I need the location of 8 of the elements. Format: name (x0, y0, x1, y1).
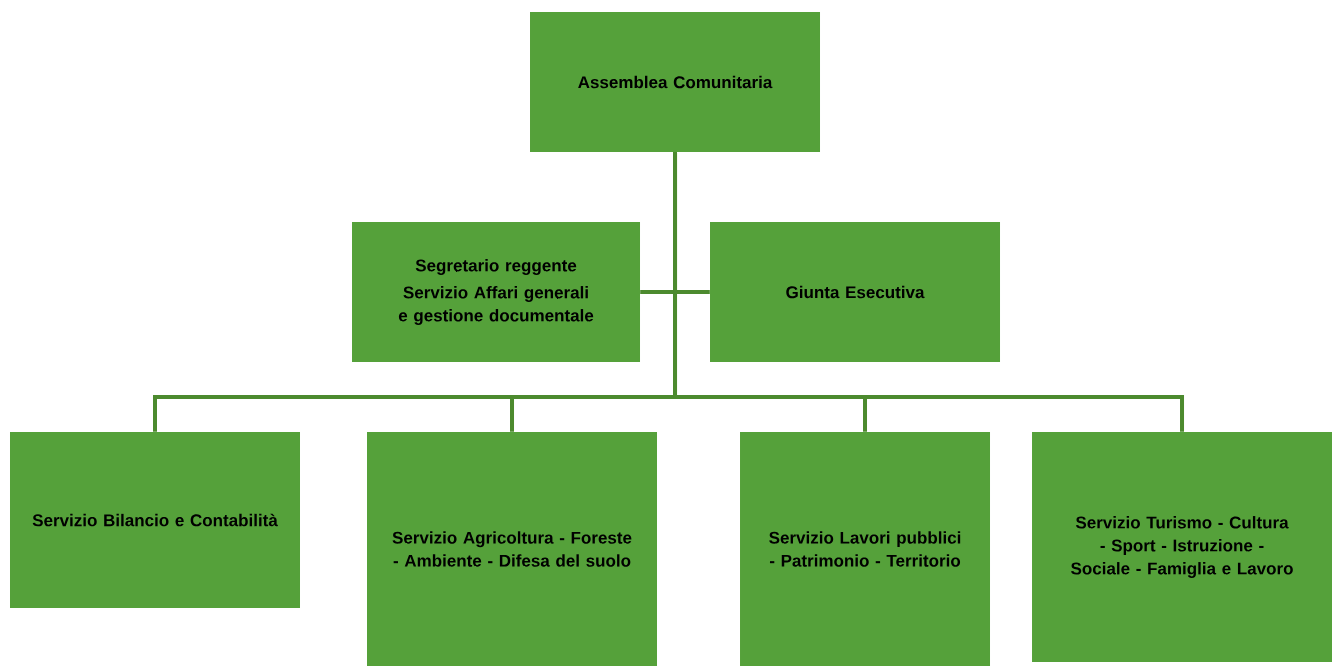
org-box: Servizio Lavori pubblici - Patrimonio - Territorio (740, 432, 990, 666)
org-box: Giunta Esecutiva (710, 222, 1000, 362)
connector-line (673, 152, 1184, 432)
org-box: Segretario reggente Servizio Affari generali e gestione documentale (352, 222, 640, 362)
org-box: Servizio Agricoltura - Foreste - Ambiente - Difesa del suolo (367, 432, 657, 666)
org-box: Servizio Turismo - Cultura - Sport - Istruzione - Sociale - Famiglia e Lavoro (1032, 432, 1332, 662)
org-box: Assemblea Comunitaria (530, 12, 820, 152)
org-box: Servizio Bilancio e Contabilità (10, 432, 300, 608)
